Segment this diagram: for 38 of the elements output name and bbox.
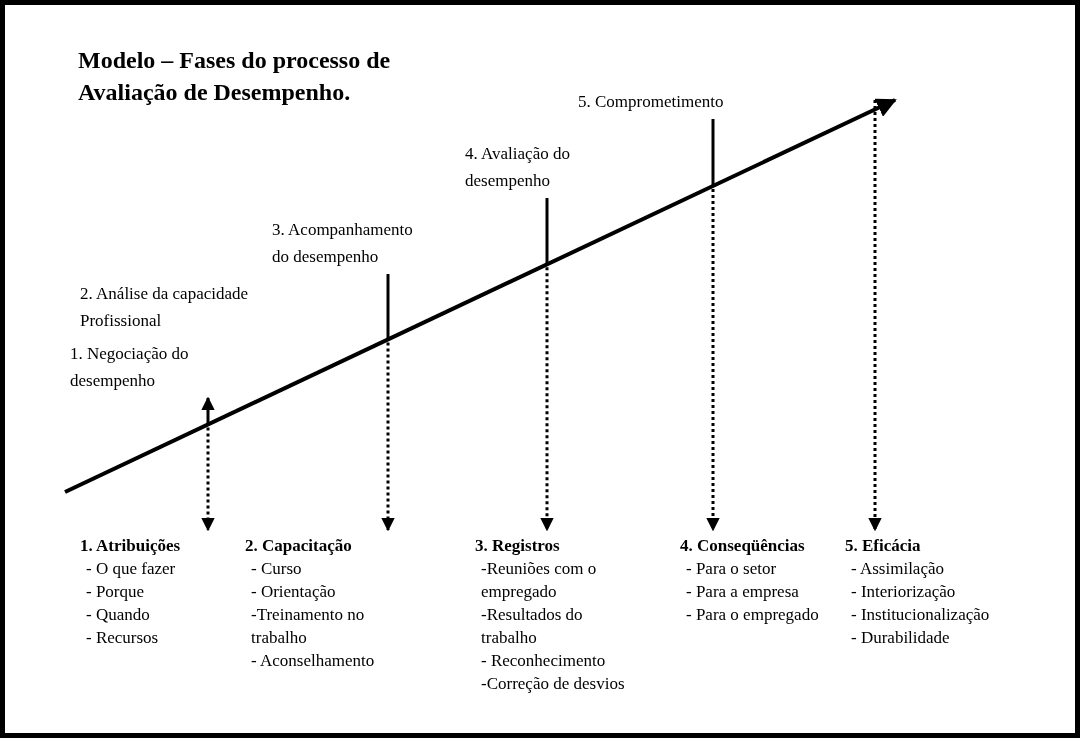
list-item: - Assimilação	[850, 558, 945, 580]
category-heading: 3. Registros	[475, 535, 561, 557]
phase-label: 3. Acompanhamento do desempenho	[272, 216, 422, 270]
list-item: - Aconselhamento	[250, 650, 376, 672]
list-item: - Para a empresa	[685, 581, 800, 603]
category-heading: 5. Eficácia	[845, 535, 922, 557]
phase-label: 1. Negociação do desempenho	[70, 340, 205, 394]
arrow	[201, 427, 215, 532]
list-item: -Resultados do trabalho	[480, 604, 584, 649]
list-item: -Treinamento no trabalho	[250, 604, 366, 649]
list-item: -Correção de desvios	[480, 673, 626, 695]
phase-label: 5. Comprometimento	[578, 88, 778, 115]
phase-label: 2. Análise da capacidade Profissional	[80, 280, 285, 334]
phase-label: 4. Avaliação do desempenho	[465, 140, 605, 194]
list-item: - Porque	[85, 581, 146, 603]
connector-line	[545, 198, 549, 265]
list-item: - Orientação	[250, 581, 337, 603]
list-item: - Recursos	[85, 627, 160, 649]
arrow	[868, 100, 882, 532]
title: Modelo – Fases do processo de Avaliação de Desempenho.	[78, 46, 392, 107]
category-heading: 1. Atribuições	[80, 535, 182, 557]
list-item: - Quando	[85, 604, 151, 626]
arrow	[381, 342, 395, 532]
arrow	[540, 267, 554, 532]
list-item: -Reuniões com o empregado	[480, 558, 598, 603]
list-item: - Institucionalização	[850, 604, 991, 626]
connector-line	[386, 274, 390, 340]
list-item: - Reconhecimento	[480, 650, 607, 672]
list-item: - Para o setor	[685, 558, 778, 580]
category-heading: 2. Capacitação	[245, 535, 353, 557]
list-item: - Para o empregado	[685, 604, 820, 626]
list-item: - Curso	[250, 558, 303, 580]
arrow	[706, 188, 720, 532]
list-item: - O que fazer	[85, 558, 177, 580]
arrow	[201, 396, 215, 425]
list-item: - Durabilidade	[850, 627, 951, 649]
connector-line	[711, 119, 715, 186]
list-item: - Interiorização	[850, 581, 957, 603]
